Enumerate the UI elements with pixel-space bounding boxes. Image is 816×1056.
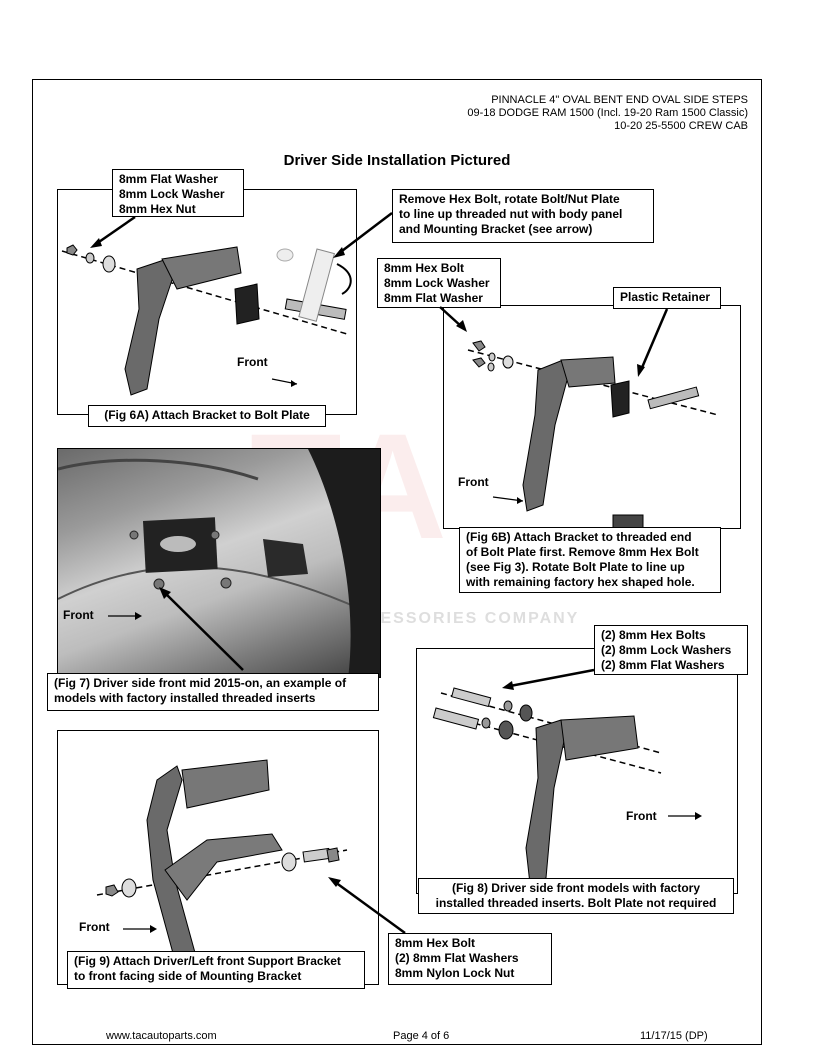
fig8-illustration bbox=[432, 687, 702, 885]
fig9-illustration bbox=[96, 759, 348, 969]
page-title: Driver Side Installation Pictured bbox=[283, 152, 511, 169]
fig6b-retainer-arrow bbox=[637, 308, 669, 377]
fig9-hardware-item: 8mm Nylon Lock Nut bbox=[395, 966, 515, 980]
fig6a-instruction-label: Remove Hex Bolt, rotate Bolt/Nut Plate t… bbox=[392, 189, 654, 243]
fig6b-caption-line: with remaining factory hex shaped hole. bbox=[466, 575, 695, 589]
fig7-arrows bbox=[108, 587, 244, 671]
footer-page-number: Page 4 of 6 bbox=[393, 1030, 450, 1042]
fig6b-retainer-label: Plastic Retainer bbox=[613, 287, 721, 309]
fig8-caption: (Fig 8) Driver side front models with fa… bbox=[418, 878, 734, 914]
fig7-caption-line: (Fig 7) Driver side front mid 2015-on, a… bbox=[54, 676, 347, 690]
fig9-hardware-item: 8mm Hex Bolt bbox=[395, 936, 476, 950]
fig6a-caption: (Fig 6A) Attach Bracket to Bolt Plate bbox=[88, 405, 326, 427]
fig6b-caption-line: of Bolt Plate first. Remove 8mm Hex Bolt bbox=[466, 545, 699, 559]
fig6a-front-label: Front bbox=[237, 355, 268, 369]
footer-website: www.tacautoparts.com bbox=[106, 1030, 217, 1042]
fig6a-instruction-line: and Mounting Bracket (see arrow) bbox=[399, 222, 593, 236]
fig6b-hardware-item: 8mm Flat Washer bbox=[384, 291, 483, 305]
fig6b-hardware-arrow bbox=[439, 306, 467, 332]
fig6a-hardware-item: 8mm Hex Nut bbox=[119, 202, 196, 216]
fig8-caption-line: installed threaded inserts. Bolt Plate n… bbox=[435, 896, 717, 910]
fig6b-caption-line: (Fig 6B) Attach Bracket to threaded end bbox=[466, 530, 692, 544]
fig6a-instruction-line: to line up threaded nut with body panel bbox=[399, 207, 623, 221]
fig6a-hardware-arrow bbox=[90, 215, 136, 248]
footer-date: 11/17/15 (DP) bbox=[640, 1030, 708, 1042]
fig6b-hardware-label: 8mm Hex Bolt 8mm Lock Washer 8mm Flat Wa… bbox=[377, 258, 501, 308]
page-border bbox=[32, 79, 762, 1045]
fig9-hardware-label: 8mm Hex Bolt (2) 8mm Flat Washers 8mm Ny… bbox=[388, 933, 552, 985]
fig7-photo-details bbox=[58, 449, 380, 677]
header-line-2: 09-18 DODGE RAM 1500 (Incl. 19-20 Ram 15… bbox=[467, 107, 748, 119]
fig8-hardware-item: (2) 8mm Hex Bolts bbox=[601, 628, 706, 642]
fig6b-caption-line: (see Fig 3). Rotate Bolt Plate to line u… bbox=[466, 560, 685, 574]
fig8-frame bbox=[416, 648, 738, 894]
fig9-front-label: Front bbox=[79, 920, 110, 934]
fig9-caption-line: (Fig 9) Attach Driver/Left front Support… bbox=[74, 954, 341, 968]
fig9-caption: (Fig 9) Attach Driver/Left front Support… bbox=[67, 951, 365, 989]
fig6b-front-label: Front bbox=[458, 475, 489, 489]
fig9-hardware-arrow bbox=[328, 877, 406, 935]
fig6b-illustration bbox=[467, 340, 719, 530]
fig7-front-label: Front bbox=[63, 608, 94, 622]
header-line-1: PINNACLE 4" OVAL BENT END OVAL SIDE STEP… bbox=[491, 94, 748, 106]
fig6a-hardware-item: 8mm Flat Washer bbox=[119, 172, 218, 186]
header-line-3: 10-20 25-5500 CREW CAB bbox=[614, 120, 748, 132]
fig8-hardware-item: (2) 8mm Flat Washers bbox=[601, 658, 725, 672]
fig7-caption: (Fig 7) Driver side front mid 2015-on, a… bbox=[47, 673, 379, 711]
fig6a-instruction-arrow bbox=[333, 212, 393, 258]
fig9-caption-line: to front facing side of Mounting Bracket bbox=[74, 969, 302, 983]
document-header: PINNACLE 4" OVAL BENT END OVAL SIDE STEP… bbox=[467, 94, 748, 133]
fig8-front-label: Front bbox=[626, 809, 657, 823]
fig9-hardware-item: (2) 8mm Flat Washers bbox=[395, 951, 519, 965]
fig6b-caption: (Fig 6B) Attach Bracket to threaded end … bbox=[459, 527, 721, 593]
fig7-caption-line: models with factory installed threaded i… bbox=[54, 691, 316, 705]
fig7-photo bbox=[57, 448, 381, 678]
fig6a-illustration bbox=[61, 244, 352, 396]
fig6a-hardware-label: 8mm Flat Washer 8mm Lock Washer 8mm Hex … bbox=[112, 169, 244, 217]
fig8-caption-line: (Fig 8) Driver side front models with fa… bbox=[451, 881, 701, 895]
fig6b-hardware-item: 8mm Hex Bolt bbox=[384, 261, 465, 275]
fig6b-hardware-item: 8mm Lock Washer bbox=[384, 276, 490, 290]
fig8-hardware-label: (2) 8mm Hex Bolts (2) 8mm Lock Washers (… bbox=[594, 625, 748, 675]
fig8-hardware-item: (2) 8mm Lock Washers bbox=[601, 643, 732, 657]
fig8-hardware-arrow bbox=[502, 668, 595, 690]
fig6a-instruction-line: Remove Hex Bolt, rotate Bolt/Nut Plate bbox=[399, 192, 620, 206]
fig6a-hardware-item: 8mm Lock Washer bbox=[119, 187, 225, 201]
